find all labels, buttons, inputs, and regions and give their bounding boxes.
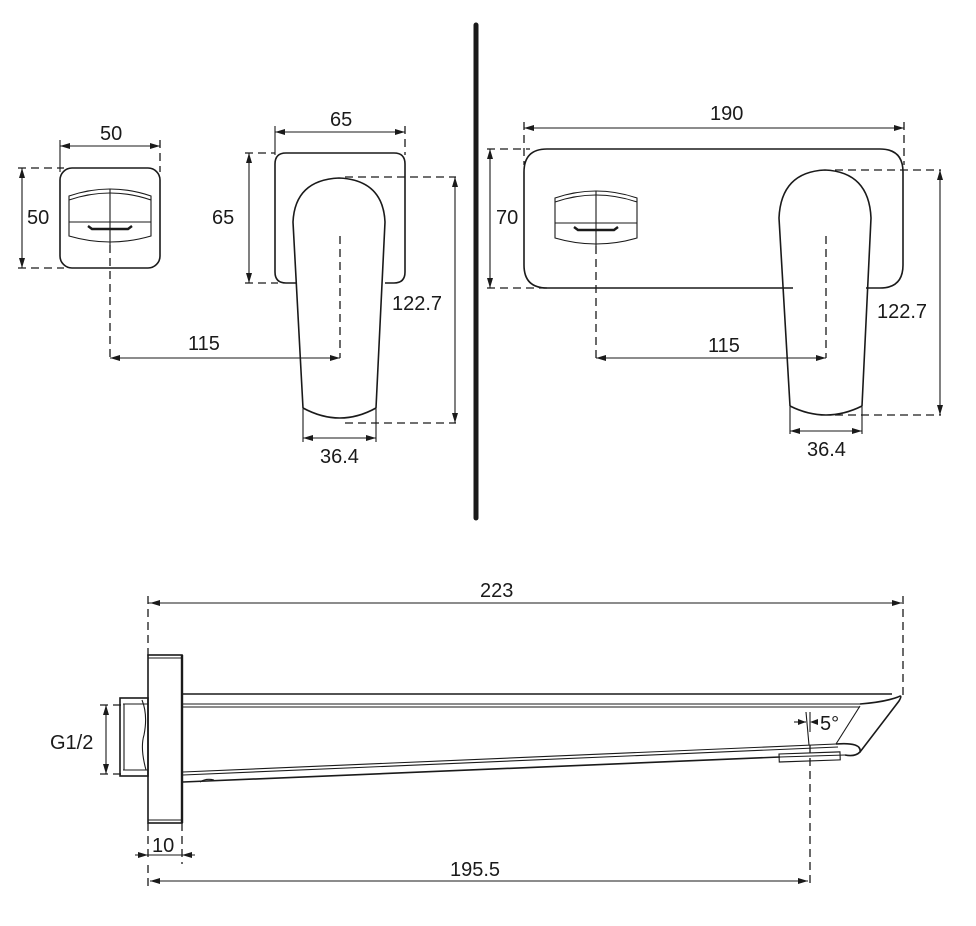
lever-height-label: 122.7	[392, 293, 442, 315]
knob-plate-width-label: 50	[100, 123, 122, 145]
combined-plate-width-label: 190	[710, 103, 743, 125]
knob-icon	[68, 188, 152, 245]
combined-center-distance-label: 115	[708, 335, 740, 357]
center-distance-label: 115	[188, 333, 220, 355]
combined-lever-width-label: 36.4	[807, 439, 846, 461]
total-length-label: 223	[480, 580, 513, 602]
lever-handle-icon	[778, 169, 872, 416]
spout-body	[182, 693, 902, 783]
plate-thickness-label: 10	[152, 835, 174, 857]
center-distance-dimension: 115	[110, 333, 340, 361]
lever-plate: 65 65 122.7 36.4	[212, 109, 458, 468]
outlet-length-label: 195.5	[450, 859, 500, 881]
view-separate-plates: 50 50 65	[18, 109, 458, 468]
lever-width-label: 36.4	[320, 446, 359, 468]
wall-flange	[147, 654, 183, 824]
lever-plate-width-label: 65	[330, 109, 352, 131]
combined-lever-height-label: 122.7	[877, 301, 927, 323]
view-combined-plate: 190 70 122.7 115 36.4	[487, 103, 943, 461]
lever-plate-height-label: 65	[212, 207, 234, 229]
lever-handle-icon	[292, 177, 386, 419]
angle-dimension: 5°	[794, 711, 839, 746]
knob-icon	[554, 190, 638, 246]
angle-label: 5°	[820, 713, 839, 735]
thread-label: G1/2	[50, 732, 93, 754]
combined-plate-height-label: 70	[496, 207, 518, 229]
knob-plate-height-label: 50	[27, 207, 49, 229]
view-spout-side: 223 G1/2	[50, 580, 904, 888]
knob-plate: 50 50	[18, 123, 161, 360]
thread-connector	[119, 697, 149, 777]
